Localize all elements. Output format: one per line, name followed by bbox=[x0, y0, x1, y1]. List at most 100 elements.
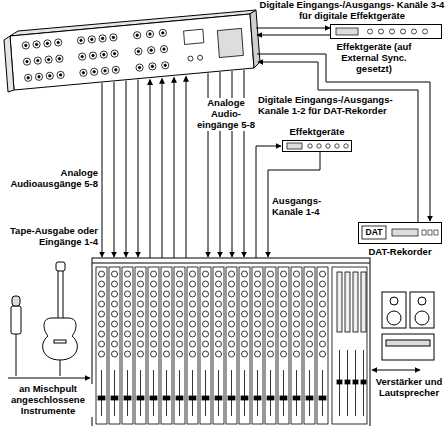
jack-hole bbox=[35, 43, 37, 45]
knob bbox=[268, 341, 274, 347]
jack bbox=[159, 29, 166, 36]
knob bbox=[164, 301, 170, 307]
fader-slot bbox=[205, 370, 206, 416]
jack-hole bbox=[93, 71, 95, 73]
fader-cap bbox=[111, 396, 118, 400]
knob bbox=[229, 271, 235, 277]
knob bbox=[190, 281, 196, 287]
knob bbox=[190, 341, 196, 347]
knob bbox=[112, 291, 118, 297]
jack-hole bbox=[151, 65, 153, 67]
knob bbox=[229, 291, 235, 297]
channel-strip bbox=[291, 267, 302, 424]
channel-strip bbox=[161, 267, 172, 424]
knob bbox=[99, 341, 105, 347]
jack bbox=[25, 74, 32, 81]
knob bbox=[112, 341, 118, 347]
jack bbox=[79, 53, 86, 60]
jack-hole bbox=[38, 76, 40, 78]
knob bbox=[242, 351, 248, 357]
jack bbox=[135, 48, 142, 55]
device-node: Effektgeräte bbox=[282, 140, 352, 152]
knob bbox=[216, 291, 222, 297]
knob bbox=[138, 271, 144, 277]
jack bbox=[111, 50, 118, 57]
knob bbox=[190, 311, 196, 317]
knob bbox=[138, 311, 144, 317]
callout-label: Tape-Ausgabe oder Eingänge 1-4 bbox=[2, 226, 98, 248]
device-body bbox=[283, 141, 352, 152]
knob bbox=[216, 321, 222, 327]
knob bbox=[229, 281, 235, 287]
knob bbox=[268, 291, 274, 297]
knob bbox=[177, 351, 183, 357]
jack bbox=[77, 37, 84, 44]
knob bbox=[320, 311, 326, 317]
mixer-strips bbox=[96, 267, 367, 424]
jack bbox=[149, 63, 156, 70]
knob bbox=[138, 301, 144, 307]
knob bbox=[242, 341, 248, 347]
digital-wires bbox=[256, 28, 430, 222]
fader-slot bbox=[179, 370, 180, 416]
knob bbox=[255, 351, 261, 357]
fader-cap bbox=[189, 396, 196, 400]
jack-hole bbox=[80, 39, 82, 41]
jack-hole bbox=[138, 66, 140, 68]
knob bbox=[125, 321, 131, 327]
knob bbox=[307, 281, 313, 287]
knob bbox=[216, 341, 222, 347]
knob bbox=[307, 271, 313, 277]
knob bbox=[99, 271, 105, 277]
analog-in-wire bbox=[174, 77, 175, 258]
knob bbox=[268, 321, 274, 327]
knob bbox=[99, 301, 105, 307]
knob bbox=[281, 291, 287, 297]
knob bbox=[203, 301, 209, 307]
device-body bbox=[331, 25, 442, 39]
channel-strip bbox=[187, 267, 198, 424]
effects-unit bbox=[330, 24, 442, 39]
jack-hole bbox=[91, 38, 93, 40]
knob bbox=[294, 291, 300, 297]
meter bbox=[353, 272, 358, 332]
knob bbox=[242, 291, 248, 297]
display-slot bbox=[184, 29, 204, 44]
jack bbox=[34, 57, 41, 64]
fader-cap bbox=[306, 396, 313, 400]
channel-strip bbox=[278, 267, 289, 424]
knob bbox=[177, 291, 183, 297]
channel-strip bbox=[213, 267, 224, 424]
jack bbox=[91, 68, 98, 75]
device-node: DAT DAT-Rekorder bbox=[358, 222, 442, 258]
knob bbox=[281, 301, 287, 307]
knob bbox=[203, 321, 209, 327]
knob bbox=[99, 291, 105, 297]
fader-slot bbox=[309, 370, 310, 416]
jack bbox=[46, 72, 53, 79]
jack-hole bbox=[37, 59, 39, 61]
jack bbox=[80, 69, 87, 76]
fader-slot bbox=[166, 370, 167, 416]
knob bbox=[229, 301, 235, 307]
jack bbox=[136, 64, 143, 71]
knob bbox=[216, 271, 222, 277]
knob bbox=[190, 321, 196, 327]
knob bbox=[320, 321, 326, 327]
knob bbox=[216, 311, 222, 317]
knob bbox=[151, 341, 157, 347]
knob bbox=[138, 331, 144, 337]
knob bbox=[320, 341, 326, 347]
knob bbox=[190, 351, 196, 357]
interface-jacks bbox=[22, 28, 243, 81]
knob bbox=[203, 271, 209, 277]
device-label: DAT-Rekorder bbox=[358, 247, 442, 258]
knob bbox=[112, 301, 118, 307]
knob bbox=[203, 311, 209, 317]
knob bbox=[125, 311, 131, 317]
jack bbox=[57, 71, 64, 78]
fader-cap bbox=[163, 396, 170, 400]
device-label: DAT bbox=[363, 227, 385, 238]
knob bbox=[203, 351, 209, 357]
audio-interface bbox=[4, 10, 260, 92]
